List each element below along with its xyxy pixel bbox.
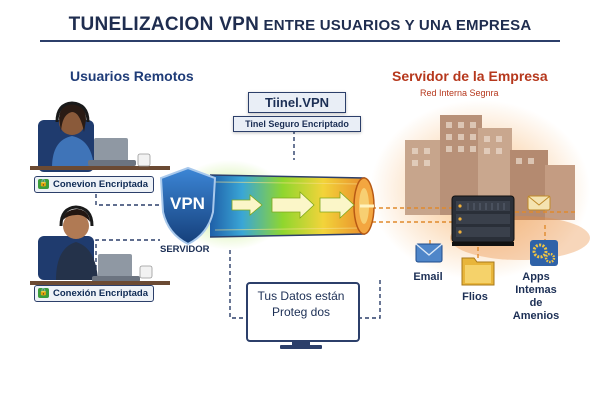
files-folder-icon [461,257,495,286]
user-1-connection-label: 🔒 Conevion Encriptada [34,176,155,193]
envelope-small-icon [527,195,551,211]
user-1-connection-text: Conevion Encriptada [53,179,149,190]
remote-user-1-illustration [30,101,170,172]
title-main: TUNELIZACION VPN [68,14,260,35]
email-envelope-icon [415,243,443,263]
app-label-internal-apps: Apps Intemas de Amenios [512,271,560,322]
app-label-files: Flios [462,291,488,303]
lock-icon: 🔒 [38,288,49,298]
lock-icon: 🔒 [38,179,49,189]
vpn-shield-label: VPN [170,194,205,213]
vpn-server-label: SERVIDOR [160,244,210,255]
company-lines [372,207,575,258]
tunnel-description-sign: Tinel Seguro Encriptado [233,116,361,132]
data-protected-line-1: Tus Datos están [257,289,345,303]
company-server-icon [451,195,515,246]
user-2-connection-label: 🔒 Conexión Encriptada [34,285,155,302]
user-2-connection-text: Conexión Encriptada [53,288,149,299]
title-rest: ENTRE USUARIOS Y UNA EMPRESA [259,17,532,34]
data-protected-line-2: Proteg dos [271,305,331,319]
page-title: TUNELIZACION VPN ENTRE USUARIOS Y UNA EM… [0,14,600,36]
title-underline [40,40,560,42]
remote-users-title: Usuarios Remotos [70,68,194,84]
monitor-stand [280,340,322,349]
data-protected-monitor [246,282,360,342]
vpn-shield-icon [159,166,217,246]
company-server-title: Servidor de la Empresa [392,68,548,84]
remote-user-2-illustration [30,205,170,285]
app-label-email: Email [413,271,443,283]
company-network-subtitle: Red Interna Segnra [420,88,499,98]
data-flow-arrows [231,191,355,219]
apps-gears-icon [530,240,558,266]
tunnel-name-sign: Tiinel.VPN [248,92,346,113]
data-protected-message: Tus Datos están Proteg dos [252,288,350,320]
